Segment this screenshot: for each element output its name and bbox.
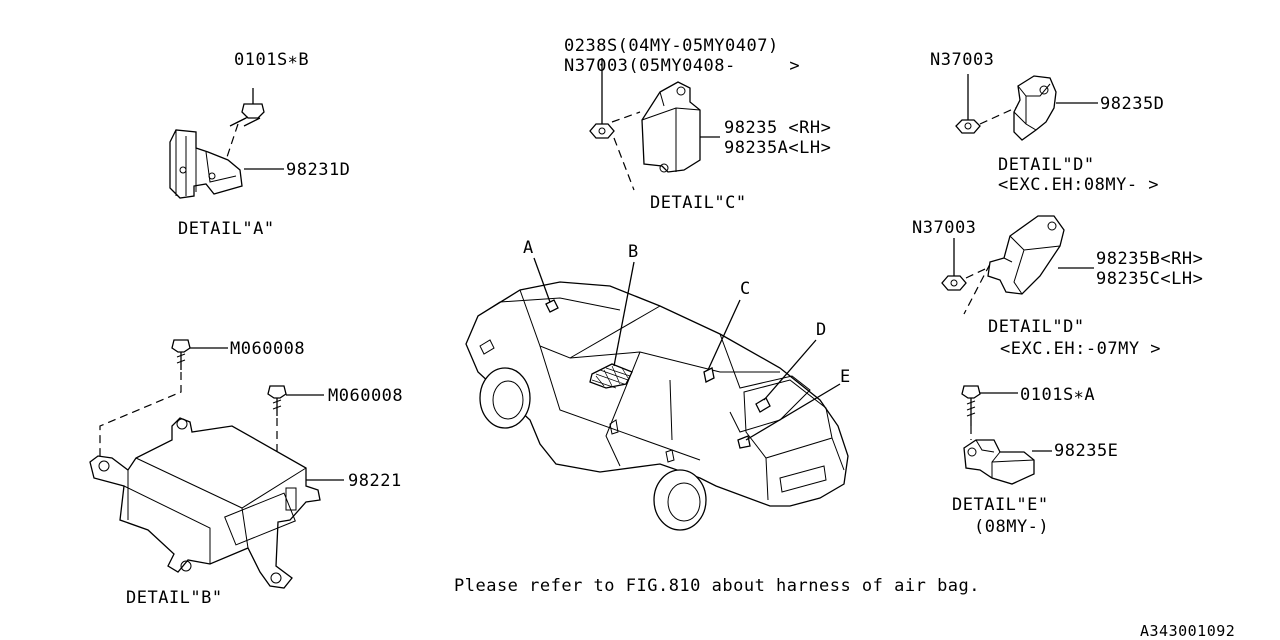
detail-d2-sensor-rh: 98235B<RH> — [1096, 249, 1204, 269]
front-wheel — [479, 367, 531, 429]
callout-d-label: D — [816, 320, 827, 340]
detail-d1-caption: DETAIL"D" — [998, 155, 1095, 175]
detail-d2-nut-part-number: N37003 — [912, 218, 977, 238]
callout-a-leader — [533, 257, 551, 303]
callout-a-label: A — [523, 238, 534, 258]
detail-d2-applicability: <EXC.EH:-07MY > — [1000, 339, 1162, 359]
detail-c-guide-1 — [611, 111, 641, 123]
vehicle-outline — [465, 281, 849, 507]
detail-c-nut — [589, 58, 615, 139]
detail-a-bolt — [229, 88, 265, 127]
detail-d2-sensor-lh: 98235C<LH> — [1096, 269, 1204, 289]
detail-e-bolt — [961, 385, 1018, 426]
detail-e-bolt-part-number: 0101S∗A — [1020, 385, 1096, 405]
detail-c-sensor — [641, 81, 701, 173]
detail-d1-applicability: <EXC.EH:08MY- > — [998, 175, 1160, 195]
detail-c-sensor-lh: 98235A<LH> — [724, 138, 832, 158]
detail-c-caption: DETAIL"C" — [650, 193, 747, 213]
detail-e-sensor-part-number: 98235E — [1054, 441, 1119, 461]
detail-d2-nut — [941, 238, 967, 291]
detail-c-guide-2 — [613, 137, 635, 191]
detail-b-bolt-1-part-number: M060008 — [230, 339, 306, 359]
detail-b-module — [89, 417, 321, 589]
detail-a-bracket-part-number: 98231D — [286, 160, 351, 180]
detail-a-caption: DETAIL"A" — [178, 219, 275, 239]
detail-c-bolt-part-line-2: N37003(05MY0408- > — [564, 56, 801, 76]
harness-reference-note: Please refer to FIG.810 about harness of… — [454, 576, 981, 596]
detail-e-applicability: (08MY-) — [974, 517, 1050, 537]
detail-d2-sensor — [987, 215, 1065, 295]
detail-d1-nut — [955, 74, 981, 134]
detail-b-bolt-2-part-number: M060008 — [328, 386, 404, 406]
callout-b-label: B — [628, 242, 639, 262]
location-marker-c — [703, 367, 715, 383]
callout-e-label: E — [840, 367, 851, 387]
detail-e-sensor — [963, 439, 1035, 485]
diagram-id: A343001092 — [1140, 622, 1236, 640]
detail-c-sensor-rh: 98235 <RH> — [724, 118, 832, 138]
detail-d2-guide-2 — [963, 263, 991, 315]
location-marker-a — [545, 299, 559, 313]
detail-d1-sensor-part-number: 98235D — [1100, 94, 1165, 114]
detail-a-bolt-part-number: 0101S∗B — [234, 50, 310, 70]
door-markers — [609, 419, 675, 463]
location-marker-d — [755, 397, 771, 413]
detail-a-bracket — [169, 129, 243, 199]
detail-a-guide — [225, 123, 239, 161]
detail-b-bolt-1 — [171, 339, 228, 370]
detail-e-caption: DETAIL"E" — [952, 495, 1049, 515]
callout-b-leader — [613, 261, 635, 367]
callout-c-label: C — [740, 279, 751, 299]
detail-c-bolt-part-line-1: 0238S(04MY-05MY0407) — [564, 36, 779, 56]
detail-d2-caption: DETAIL"D" — [988, 317, 1085, 337]
rear-wheel — [653, 469, 707, 531]
detail-b-module-part-number: 98221 — [348, 471, 402, 491]
callout-d-leader — [763, 339, 817, 401]
detail-b-caption: DETAIL"B" — [126, 588, 223, 608]
location-marker-b — [589, 363, 633, 389]
callout-e-leader — [745, 383, 841, 441]
detail-d1-sensor — [1013, 75, 1057, 141]
detail-d1-nut-part-number: N37003 — [930, 50, 995, 70]
detail-b-bolt-2 — [267, 385, 324, 416]
callout-c-leader — [707, 299, 741, 371]
